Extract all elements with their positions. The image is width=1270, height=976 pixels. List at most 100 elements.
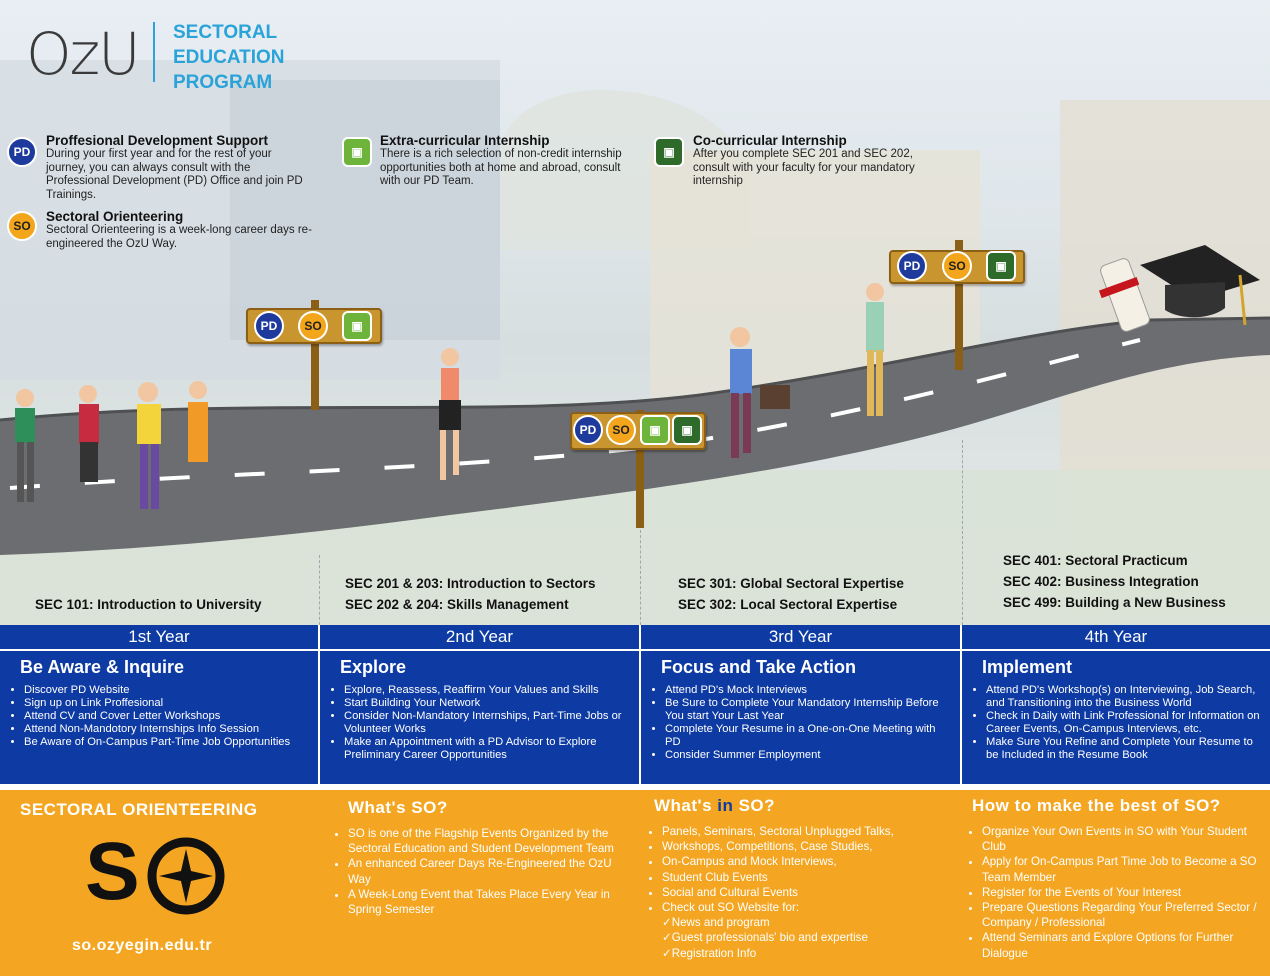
- year-heading: Explore: [340, 657, 407, 677]
- list-item: Check in Daily with Link Professional fo…: [986, 710, 1264, 736]
- info-so-title: Sectoral Orienteering: [46, 209, 184, 224]
- list-item: Attend Seminars and Explore Options for …: [982, 930, 1266, 960]
- courses-year1: SEC 101: Introduction to University: [35, 594, 262, 615]
- title-highlight: in: [717, 796, 734, 815]
- list-item: Complete Your Resume in a One-on-One Mee…: [665, 723, 954, 749]
- year-label-2: 2nd Year: [320, 625, 641, 649]
- campus-building-glass: [230, 80, 500, 340]
- list-item: Organize Your Own Events in SO with Your…: [982, 824, 1266, 854]
- program-title-line: SECTORAL: [173, 22, 278, 43]
- year-box-3: Focus and Take Action Attend PD's Mock I…: [641, 651, 962, 784]
- info-co-title: Co-curricular Internship: [693, 133, 847, 148]
- list-item: Sign up on Link Proffesional: [24, 697, 312, 710]
- best-of-so-list: Organize Your Own Events in SO with Your…: [968, 824, 1266, 961]
- sectoral-orienteering-section: SECTORAL ORIENTEERING S so.ozyegin.edu.t…: [0, 790, 1270, 976]
- best-of-so-column: How to make the best of SO? Organize You…: [968, 796, 1266, 961]
- pd-icon: PD: [897, 251, 927, 281]
- list-item: Attend PD's Mock Interviews: [665, 684, 954, 697]
- year-box-1: Be Aware & Inquire Discover PD Website S…: [0, 651, 320, 784]
- course-label: SEC 499: Building a New Business: [1003, 595, 1226, 610]
- pd-icon: PD: [573, 415, 603, 445]
- courses-year2: SEC 201 & 203: Introduction to Sectors S…: [345, 573, 596, 615]
- hero-illustration: PD SO ▣ PD SO ▣ ▣ PD SO ▣ OzU SECTORAL E…: [0, 0, 1270, 625]
- pd-icon: PD: [254, 311, 284, 341]
- info-extra-text: There is a rich selection of non-credit …: [380, 148, 622, 187]
- list-item: Discover PD Website: [24, 684, 312, 697]
- list-item: An enhanced Career Days Re-Engineered th…: [348, 856, 634, 886]
- year-list: Attend PD's Mock Interviews Be Sure to C…: [641, 684, 960, 762]
- graduation-cap-icon: [1098, 245, 1260, 332]
- info-co-text: After you complete SEC 201 and SEC 202, …: [693, 148, 915, 187]
- sub-list-item: Registration Info: [662, 946, 953, 961]
- extra-internship-icon: ▣: [342, 311, 372, 341]
- program-title-line: PROGRAM: [173, 72, 273, 93]
- year-box-2: Explore Explore, Reassess, Reaffirm Your…: [320, 651, 641, 784]
- list-item: Attend Non-Mandotory Internships Info Se…: [24, 723, 312, 736]
- course-label: SEC 402: Business Integration: [1003, 574, 1199, 589]
- so-section-title: SECTORAL ORIENTEERING: [20, 800, 258, 819]
- list-item: SO is one of the Flagship Events Organiz…: [348, 826, 634, 856]
- co-internship-icon: ▣: [654, 137, 684, 167]
- year-list: Attend PD's Workshop(s) on Interviewing,…: [962, 684, 1270, 762]
- list-item: Check out SO Website for: News and progr…: [662, 900, 953, 961]
- whats-in-so-column: What's in SO? Panels, Seminars, Sectoral…: [648, 796, 953, 961]
- year-list: Discover PD Website Sign up on Link Prof…: [0, 684, 318, 749]
- sub-list-item: News and program: [662, 915, 953, 930]
- list-item: Panels, Seminars, Sectoral Unplugged Tal…: [662, 824, 953, 839]
- year-heading: Implement: [982, 657, 1073, 677]
- extra-internship-icon: ▣: [640, 415, 670, 445]
- info-co: Co-curricular Internship After you compl…: [693, 133, 928, 189]
- ozu-logo: OzU: [26, 20, 141, 88]
- year-label-1: 1st Year: [0, 625, 320, 649]
- info-so: Sectoral Orienteering Sectoral Orienteer…: [46, 209, 316, 251]
- list-item: Prepare Questions Regarding Your Preferr…: [982, 900, 1266, 930]
- whats-in-so-list: Panels, Seminars, Sectoral Unplugged Tal…: [648, 824, 953, 961]
- list-item: Be Sure to Complete Your Mandatory Inter…: [665, 697, 954, 723]
- course-label: SEC 401: Sectoral Practicum: [1003, 553, 1188, 568]
- list-item: Social and Cultural Events: [662, 885, 953, 900]
- extra-internship-icon: ▣: [342, 137, 372, 167]
- list-item: Make an Appointment with a PD Advisor to…: [344, 736, 633, 762]
- so-url-link[interactable]: so.ozyegin.edu.tr: [72, 937, 213, 954]
- list-item: Be Aware of On-Campus Part-Time Job Oppo…: [24, 736, 312, 749]
- whats-so-list: SO is one of the Flagship Events Organiz…: [334, 826, 634, 917]
- so-logo: S: [85, 827, 230, 917]
- course-label: SEC 201 & 203: Introduction to Sectors: [345, 576, 596, 591]
- pd-icon: PD: [7, 137, 37, 167]
- title-part: SO?: [733, 796, 776, 815]
- info-extra: Extra-curricular Internship There is a r…: [380, 133, 625, 189]
- list-item-text: Check out SO Website for:: [662, 901, 800, 915]
- sub-list: News and program Guest professionals' bi…: [662, 915, 953, 961]
- list-item: Apply for On-Campus Part Time Job to Bec…: [982, 854, 1266, 884]
- whats-so-column: What's SO? SO is one of the Flagship Eve…: [334, 798, 634, 917]
- student-walking-3rd-year: [730, 327, 790, 458]
- students-group: [15, 381, 208, 509]
- info-so-text: Sectoral Orienteering is a week-long car…: [46, 224, 312, 250]
- signpost-pole: [955, 240, 963, 370]
- year-list: Explore, Reassess, Reaffirm Your Values …: [320, 684, 639, 762]
- logo-divider: [153, 22, 155, 82]
- course-label: SEC 202 & 204: Skills Management: [345, 597, 569, 612]
- info-pd: Proffesional Development Support During …: [46, 133, 306, 202]
- course-label: SEC 301: Global Sectoral Expertise: [678, 576, 904, 591]
- list-item: Consider Non-Mandatory Internships, Part…: [344, 710, 633, 736]
- so-icon: SO: [298, 311, 328, 341]
- year-label-4: 4th Year: [962, 625, 1270, 649]
- course-label: SEC 101: Introduction to University: [35, 597, 262, 612]
- info-pd-text: During your first year and for the rest …: [46, 148, 303, 201]
- student-walking-2nd-year: [439, 348, 461, 480]
- sub-list-item: Guest professionals' bio and expertise: [662, 930, 953, 945]
- co-internship-icon: ▣: [986, 251, 1016, 281]
- divider-line: [640, 530, 641, 625]
- co-internship-icon: ▣: [672, 415, 702, 445]
- list-item: A Week-Long Event that Takes Place Every…: [348, 887, 634, 917]
- list-item: Start Building Your Network: [344, 697, 633, 710]
- list-item: Explore, Reassess, Reaffirm Your Values …: [344, 684, 633, 697]
- whats-in-so-title: What's in SO?: [654, 796, 953, 816]
- list-item: On-Campus and Mock Interviews,: [662, 854, 953, 869]
- list-item: Workshops, Competitions, Case Studies,: [662, 839, 953, 854]
- divider-line: [319, 555, 320, 625]
- info-extra-title: Extra-curricular Internship: [380, 133, 550, 148]
- year-heading: Be Aware & Inquire: [20, 657, 185, 677]
- signpost-pole: [311, 300, 319, 410]
